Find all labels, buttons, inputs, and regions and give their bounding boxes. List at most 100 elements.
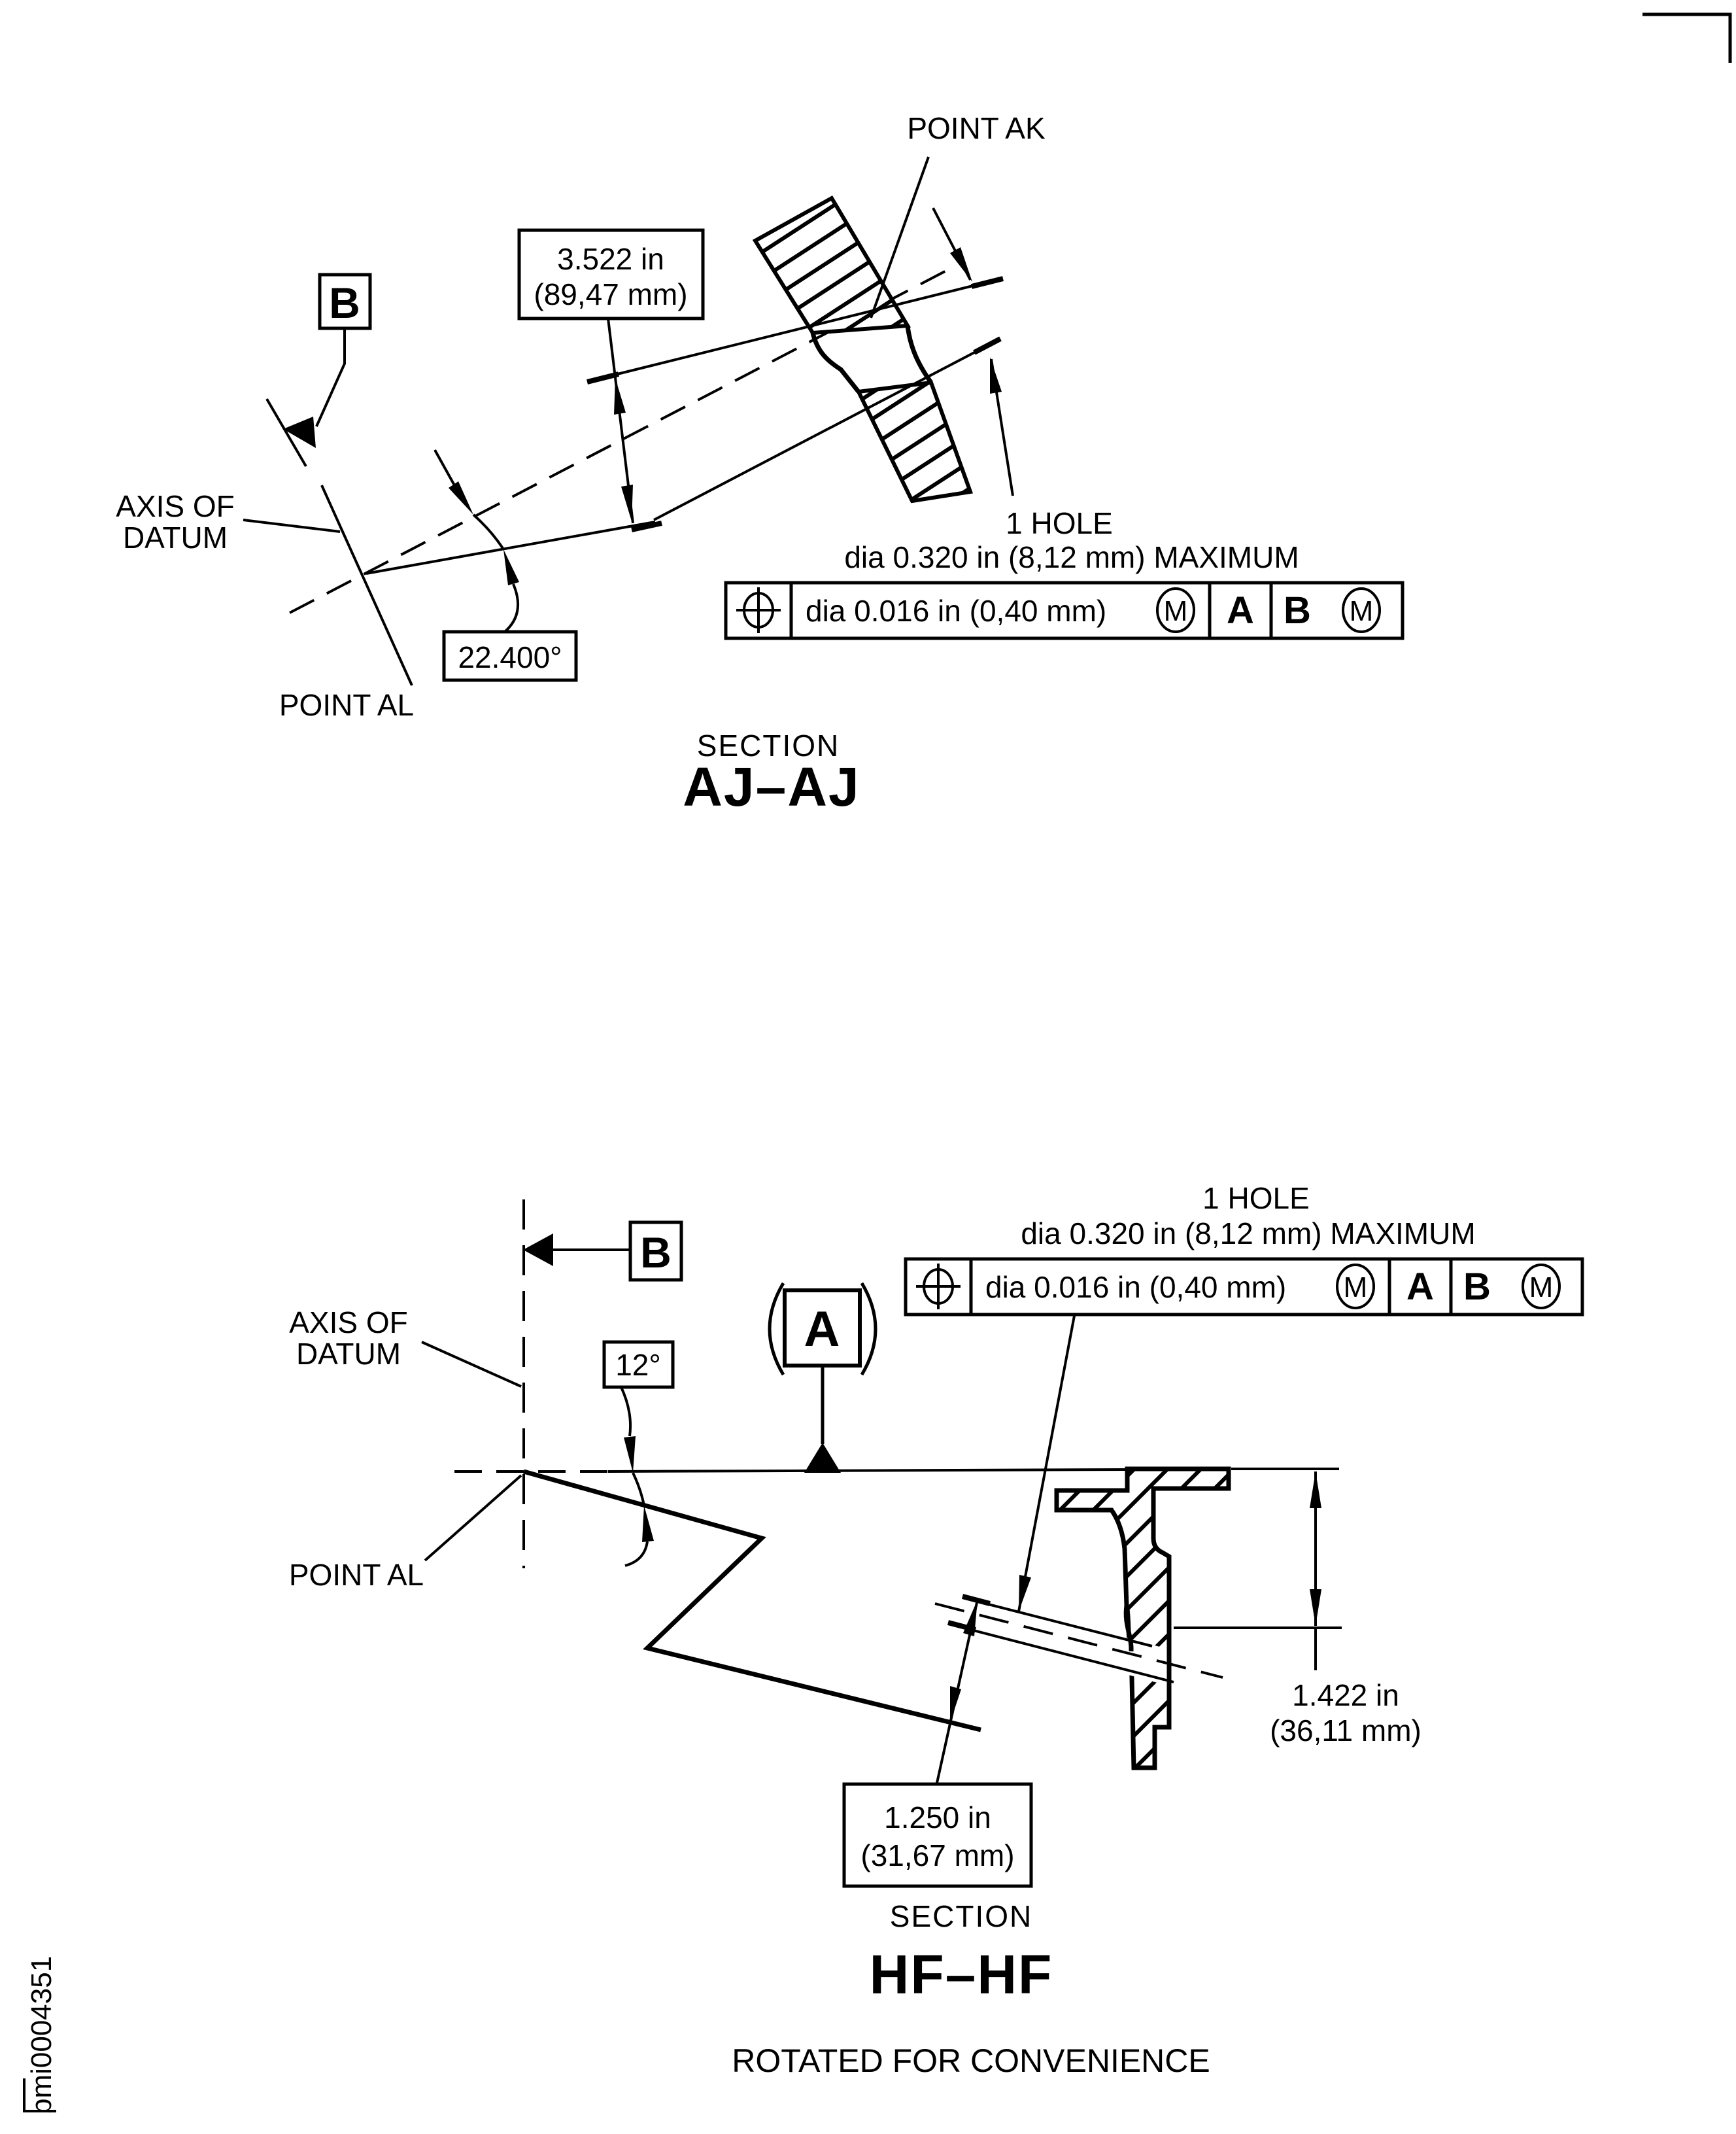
axis-of-datum-label-2: DATUM [296, 1337, 401, 1371]
datum-triangle-icon [283, 417, 316, 448]
surface-reference-line [607, 1468, 1131, 1473]
datum-b-label: B [329, 279, 360, 327]
drawing-id: bmi0004351 [26, 1956, 58, 2114]
feature-control-frame-aj: dia 0.016 in (0,40 mm) M A B M [724, 581, 1404, 640]
paren-right [860, 1282, 877, 1376]
axis-of-datum-leader [421, 1341, 522, 1388]
angle-arc-tail [624, 1541, 649, 1567]
axis-of-datum-label-1: AXIS OF [116, 489, 234, 523]
svg-text:M: M [1164, 595, 1188, 627]
paren-left [768, 1282, 785, 1376]
angle-arc-tail [503, 583, 520, 633]
hole-lower-wall-line [955, 1625, 1174, 1683]
fcf-tolerance: dia 0.016 in (0,40 mm) [985, 1270, 1286, 1304]
web-left-edge-restored [1123, 1605, 1134, 1652]
svg-text:M: M [1350, 595, 1374, 627]
point-ak-label: POINT AK [907, 111, 1046, 145]
section-hf-figure: B AXIS OF DATUM 12° A POINT AL [289, 1181, 1584, 2079]
section-label-aj: SECTION [697, 729, 840, 763]
angle-reference-line [366, 521, 656, 575]
fcf-datum-b: B [1463, 1265, 1491, 1308]
sheet-corner-mark-bottom-left [23, 2078, 56, 2112]
fcf-tolerance: dia 0.016 in (0,40 mm) [806, 594, 1106, 628]
arrowhead-icon [990, 357, 1002, 394]
arrowhead-icon [624, 1436, 636, 1473]
extension-tick [587, 371, 619, 385]
mmc-modifier-icon: M [1156, 587, 1195, 633]
mmc-modifier-icon: M [1342, 587, 1381, 633]
axis-of-datum-leader [243, 519, 341, 533]
cross-section-profile [1054, 1466, 1231, 1770]
fcf-datum-b: B [1284, 589, 1311, 632]
svg-text:M: M [1344, 1271, 1368, 1303]
fcf-datum-a: A [1227, 589, 1254, 632]
arrowhead-icon [1310, 1471, 1321, 1508]
point-al-leader [424, 1474, 522, 1562]
extension-tick [973, 336, 1002, 355]
datum-b-frame [628, 1220, 683, 1282]
angle-arc-leader [620, 1386, 632, 1437]
hole-note-line1: 1 HOLE [1202, 1181, 1310, 1215]
hole-mouth-right-edge [905, 325, 933, 385]
dim-3522-box [517, 228, 705, 320]
dim-1250-in: 1.250 in [884, 1800, 991, 1834]
plate-section-upper [752, 195, 911, 336]
arrowhead-icon [449, 481, 473, 515]
axis-of-datum-label-2: DATUM [123, 521, 228, 555]
arrowhead-icon [621, 485, 633, 521]
axis-of-datum-label-1: AXIS OF [289, 1305, 407, 1339]
datum-target-segment [265, 398, 307, 468]
part-break-edge [523, 1469, 981, 1732]
arrowhead-icon [950, 1686, 961, 1723]
datum-b-stem [315, 328, 346, 427]
section-label-hf: SECTION [890, 1899, 1032, 1933]
arrowhead-icon [950, 247, 972, 282]
hole-lower-wall-line [653, 343, 990, 521]
plate-section-lower [855, 380, 974, 504]
arrowhead-icon [503, 549, 519, 585]
angle-arc [472, 513, 505, 551]
svg-text:M: M [1529, 1271, 1554, 1303]
angle-12-box [602, 1340, 675, 1389]
section-aj-figure: POINT AK 3.522 in (89,47 mm) B AXIS OF D… [116, 111, 1404, 817]
datum-triangle-icon [523, 1233, 553, 1266]
dim-1422-in: 1.422 in [1292, 1678, 1399, 1712]
dim-3522-in: 3.522 in [557, 242, 664, 276]
hole-upper-wall-line [970, 1598, 1153, 1647]
datum-a-symbol: A [768, 1282, 877, 1473]
sheet-corner-mark-top-right [1642, 12, 1732, 63]
point-al-leader [320, 485, 413, 686]
hole-upper-wall-line [601, 280, 992, 379]
section-name-hf: HF–HF [870, 1944, 1053, 2005]
extension-tick [971, 276, 1004, 289]
hole-centerline [934, 1602, 1223, 1679]
section-note-hf: ROTATED FOR CONVENIENCE [732, 2042, 1210, 2079]
angle-22400-box [442, 630, 578, 682]
arrowhead-icon [642, 1506, 654, 1542]
hole-note-line1: 1 HOLE [1006, 506, 1113, 540]
point-ak-leader [870, 156, 930, 318]
position-tolerance-icon [916, 1264, 961, 1309]
point-al-label: POINT AL [279, 688, 414, 722]
position-tolerance-icon [736, 587, 781, 633]
mmc-modifier-icon: M [1336, 1264, 1375, 1309]
hole-mouth-left-edge [810, 332, 860, 394]
feature-control-frame-hf: dia 0.016 in (0,40 mm) M A B M [904, 1257, 1584, 1317]
arrowhead-icon [963, 1600, 978, 1636]
mmc-modifier-icon: M [1522, 1264, 1561, 1309]
hole-note-line2: dia 0.320 in (8,12 mm) MAXIMUM [844, 540, 1299, 574]
hole-note-line2: dia 0.320 in (8,12 mm) MAXIMUM [1021, 1216, 1475, 1250]
dim-1422-mm: (36,11 mm) [1270, 1713, 1421, 1747]
bore-clear-band [1112, 1634, 1172, 1687]
angle-12-value: 12° [615, 1348, 661, 1382]
datum-triangle-icon [804, 1443, 841, 1473]
arrowhead-icon [614, 378, 626, 415]
angle-arc-extension [434, 449, 456, 486]
dim-1250-box [842, 1782, 1033, 1888]
arrowhead-icon [1310, 1589, 1321, 1626]
extension-tick [631, 521, 662, 532]
arrowhead-icon [1019, 1575, 1031, 1611]
datum-a-label: A [804, 1301, 840, 1357]
fcf-datum-a: A [1406, 1265, 1434, 1308]
